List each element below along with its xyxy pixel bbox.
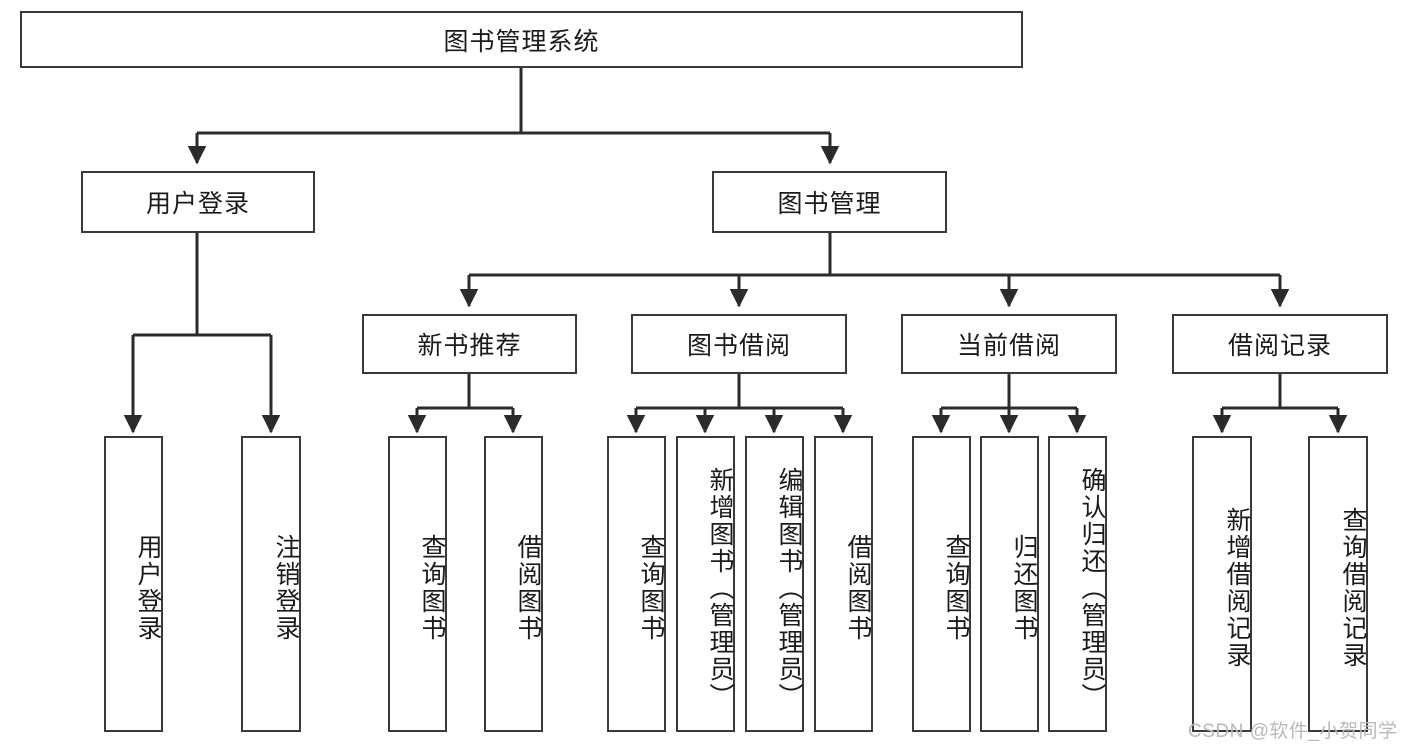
node-borrow-record[interactable]: 借阅记录 [1172, 314, 1388, 374]
node-label: 图书管理系统 [443, 27, 600, 56]
node-label: 新书推荐 [417, 332, 522, 360]
csdn-watermark: CSDN @软件_小贺同学 [1188, 721, 1398, 742]
leaf-return-book[interactable]: 归还图书 [980, 436, 1039, 732]
node-current-borrow[interactable]: 当前借阅 [901, 314, 1117, 374]
leaf-borrow-book[interactable]: 借阅图书 [814, 436, 873, 732]
node-label: 编辑图书（管理员） [775, 466, 803, 710]
node-label: 借阅图书 [844, 534, 872, 642]
node-label: 借阅图书 [514, 534, 542, 642]
node-new-book-recommend[interactable]: 新书推荐 [362, 314, 577, 374]
leaf-add-borrow-record[interactable]: 新增借阅记录 [1192, 436, 1252, 732]
node-label: 查询借阅记录 [1339, 507, 1367, 669]
node-label: 用户登录 [134, 534, 162, 642]
node-label: 查询图书 [418, 534, 446, 642]
node-label: 图书管理 [777, 190, 882, 218]
node-label: 归还图书 [1010, 534, 1038, 642]
node-user-login[interactable]: 用户登录 [81, 171, 315, 233]
leaf-confirm-return[interactable]: 确认归还（管理员） [1048, 436, 1107, 732]
leaf-borrow-book-recommend[interactable]: 借阅图书 [484, 436, 543, 732]
node-book-management-system[interactable]: 图书管理系统 [20, 11, 1023, 68]
leaf-edit-book[interactable]: 编辑图书（管理员） [745, 436, 804, 732]
node-label: 查询图书 [942, 534, 970, 642]
leaf-add-book[interactable]: 新增图书（管理员） [676, 436, 735, 732]
leaf-query-borrow-record[interactable]: 查询借阅记录 [1308, 436, 1368, 732]
node-label: 新增图书（管理员） [706, 466, 734, 710]
node-label: 新增借阅记录 [1223, 507, 1251, 669]
leaf-query-book-current[interactable]: 查询图书 [912, 436, 971, 732]
node-label: 注销登录 [272, 534, 300, 642]
leaf-logout-login[interactable]: 注销登录 [241, 436, 301, 732]
node-book-borrow[interactable]: 图书借阅 [631, 314, 847, 374]
leaf-query-book-borrow[interactable]: 查询图书 [607, 436, 666, 732]
node-label: 图书借阅 [686, 332, 791, 360]
leaf-query-book-recommend[interactable]: 查询图书 [388, 436, 447, 732]
node-book-management[interactable]: 图书管理 [712, 171, 947, 233]
node-label: 借阅记录 [1227, 332, 1332, 360]
node-label: 查询图书 [637, 534, 665, 642]
node-label: 用户登录 [145, 190, 250, 218]
node-label: 确认归还（管理员） [1078, 466, 1106, 710]
node-label: 当前借阅 [956, 332, 1061, 360]
leaf-user-login[interactable]: 用户登录 [104, 436, 163, 732]
